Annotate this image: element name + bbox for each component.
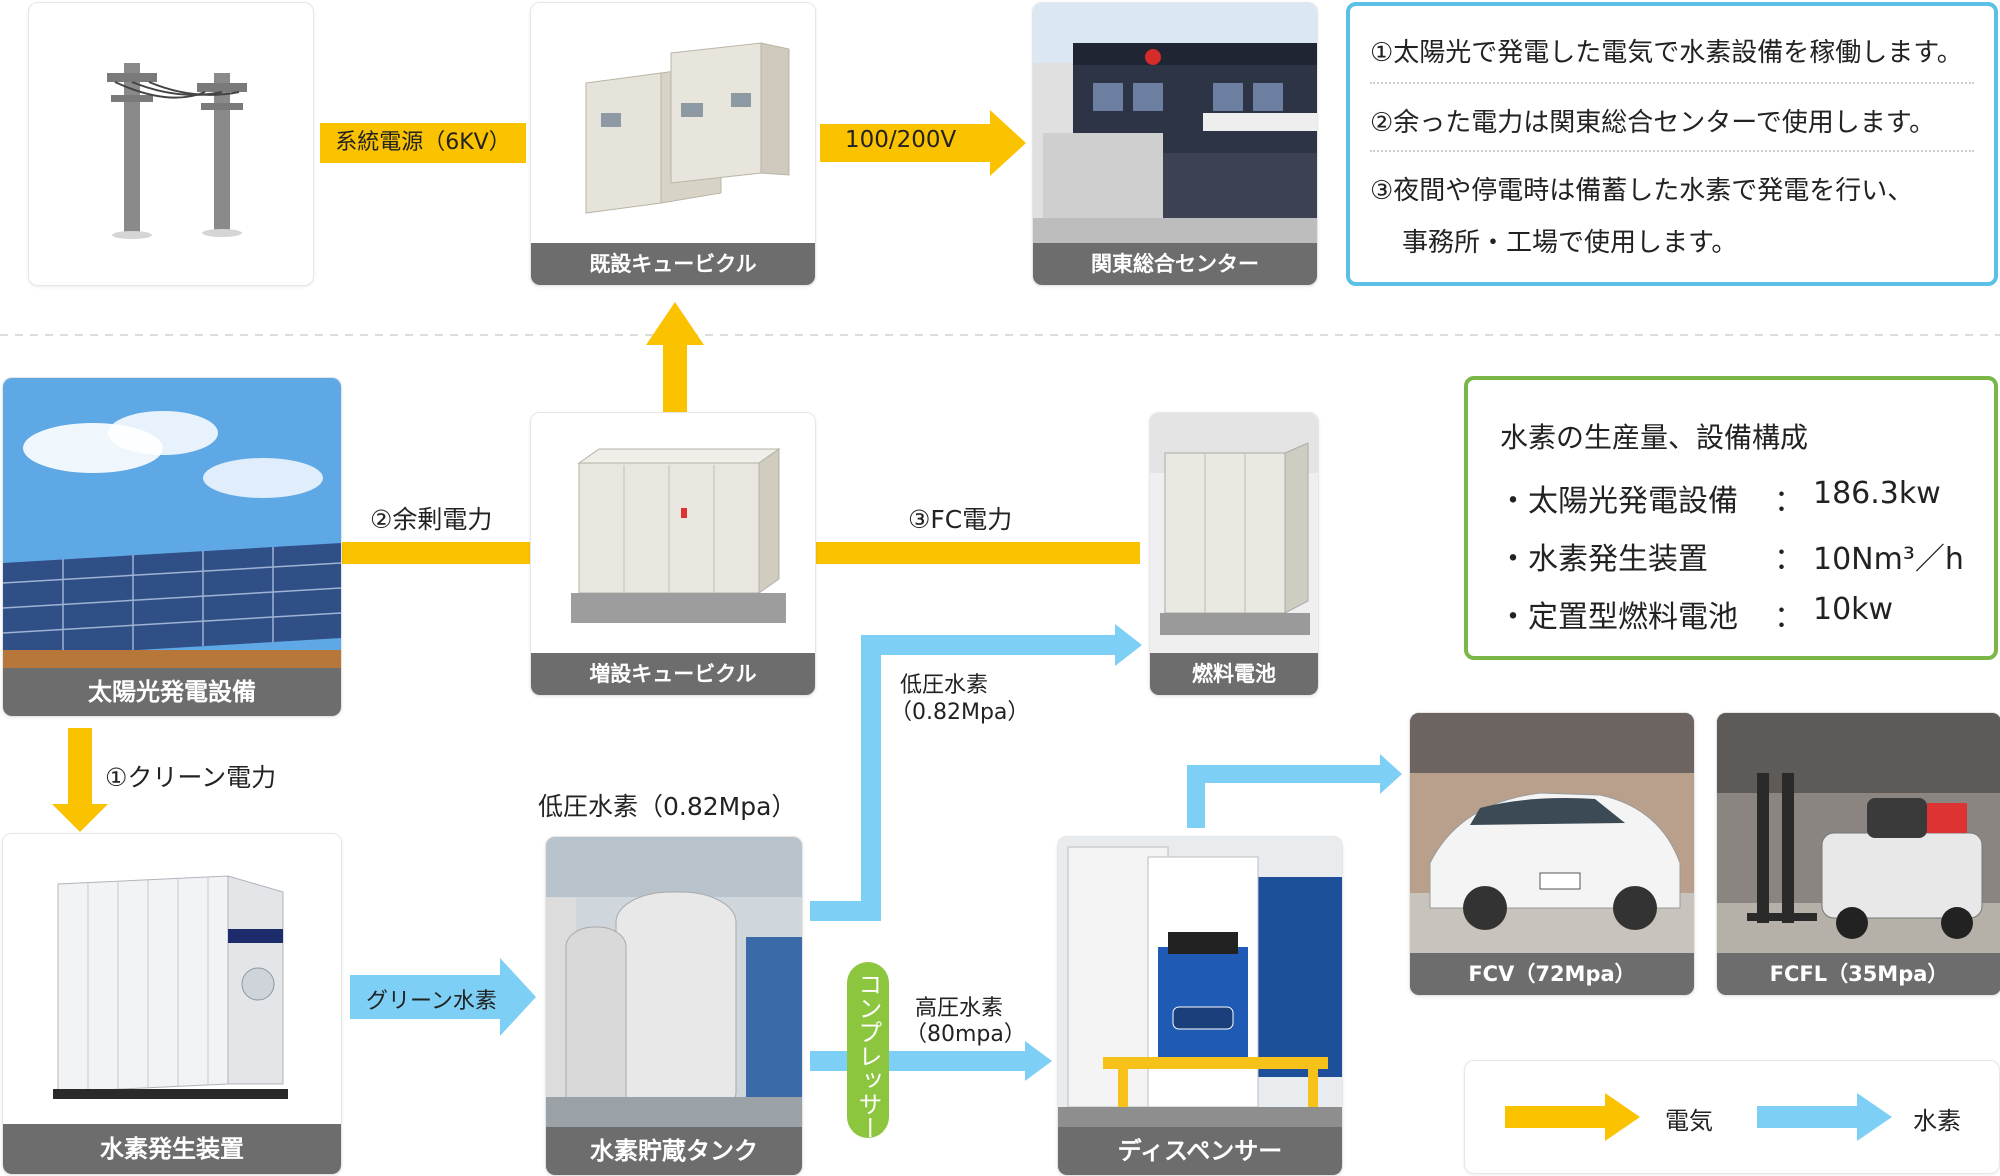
compressor-pill [847, 962, 889, 1138]
kanto-center-card: 関東総合センター [1032, 2, 1318, 286]
kanto-center-caption: 関東総合センター [1033, 243, 1317, 285]
spec-bullet: ・ [1498, 600, 1528, 635]
clean-power-label: ①クリーン電力 [105, 763, 277, 792]
spec-row-electrolyzer: ・水素発生装置 [1498, 534, 1708, 578]
legend-box: 電気 水素 [1464, 1060, 2000, 1174]
legend-hydrogen-label: 水素 [1913, 1107, 1961, 1135]
arrowhead-dispenser [1025, 1041, 1052, 1081]
arrow-voltage [820, 110, 1026, 176]
note-line-1: ①太陽光で発電した電気で水素設備を稼働します。 [1370, 38, 1963, 68]
fcv-caption: FCV（72Mpa） [1410, 953, 1694, 995]
fuel-cell-photo [1150, 413, 1318, 653]
note-divider-2 [1370, 150, 1974, 152]
electrolyzer-photo [3, 834, 341, 1126]
existing-cubicle-photo [531, 3, 815, 243]
green-hydrogen-label: グリーン水素 [366, 989, 497, 1014]
line-dispenser-to-vehicles [1187, 765, 1380, 828]
fcfl-card: FCFL（35Mpa） [1716, 712, 2000, 996]
arrowhead-vehicles [1380, 754, 1402, 794]
storage-tank-caption: 水素貯蔵タンク [546, 1127, 802, 1175]
spec-value-solar: 186.3kw [1813, 476, 1941, 511]
fcv-card: FCV（72Mpa） [1409, 712, 1695, 996]
line-tank-to-fuelcell [810, 635, 1115, 921]
spec-sep: ： [1774, 542, 1804, 577]
utility-poles-icon [107, 63, 247, 239]
solar-card: 太陽光発電設備 [2, 377, 342, 717]
fcfl-photo [1717, 713, 2000, 953]
low-pressure-fc-label-1: 低圧水素 [900, 673, 989, 698]
high-pressure-label-2: （80mpa） [905, 1022, 1026, 1047]
added-cubicle-caption: 増設キュービクル [531, 653, 815, 695]
electrolyzer-card: 水素発生装置 [2, 833, 342, 1175]
grid-power-label: 系統電源（6KV） [320, 123, 526, 163]
spec-sep: ： [1774, 600, 1804, 635]
compressor-label: コンプレッサー [854, 972, 882, 1140]
spec-name: 定置型燃料電池 [1528, 600, 1738, 635]
legend-electric-arrow [1505, 1093, 1640, 1141]
arrow-up-to-existing [646, 302, 704, 432]
spec-row-solar: ・太陽光発電設備 [1498, 476, 1738, 520]
arrow-fc [783, 526, 1140, 580]
legend-hydrogen-arrow [1757, 1093, 1892, 1141]
spec-box: 水素の生産量、設備構成 ・太陽光発電設備 ： 186.3kw ・水素発生装置 ：… [1464, 376, 1998, 660]
arrow-green-hydrogen [350, 958, 536, 1036]
spec-bullet: ・ [1498, 484, 1528, 519]
note-line-3: ③夜間や停電時は備蓄した水素で発電を行い、 [1370, 176, 1914, 206]
storage-tank-card: 水素貯蔵タンク [545, 836, 803, 1176]
kanto-center-photo [1033, 3, 1317, 243]
dispenser-caption: ディスペンサー [1058, 1127, 1342, 1175]
electrolyzer-caption: 水素発生装置 [3, 1124, 341, 1174]
fcv-photo [1410, 713, 1694, 953]
solar-photo [3, 378, 341, 668]
fuel-cell-card: 燃料電池 [1149, 412, 1319, 696]
existing-cubicle-caption: 既設キュービクル [531, 243, 815, 285]
spec-name: 水素発生装置 [1528, 542, 1708, 577]
dispenser-photo [1058, 837, 1342, 1127]
solar-caption: 太陽光発電設備 [3, 668, 341, 716]
low-pressure-tank-label: 低圧水素（0.82Mpa） [538, 792, 797, 821]
spec-bullet: ・ [1498, 542, 1528, 577]
added-cubicle-photo [531, 413, 815, 653]
legend-arrows [1505, 1093, 1892, 1141]
low-pressure-fc-label-2: （0.82Mpa） [890, 700, 1030, 725]
utility-poles-card [28, 2, 314, 286]
fuel-cell-caption: 燃料電池 [1150, 653, 1318, 695]
spec-name: 太陽光発電設備 [1528, 484, 1738, 519]
spec-row-fuelcell: ・定置型燃料電池 [1498, 592, 1738, 636]
fcfl-caption: FCFL（35Mpa） [1717, 953, 2000, 995]
note-divider-1 [1370, 82, 1974, 84]
note-line-4: 事務所・工場で使用します。 [1402, 228, 1738, 258]
fc-power-label: ③FC電力 [908, 505, 1013, 534]
existing-cubicle-card: 既設キュービクル [530, 2, 816, 286]
storage-tank-photo [546, 837, 802, 1127]
high-pressure-label-1: 高圧水素 [915, 996, 1004, 1021]
arrow-clean [52, 728, 108, 832]
surplus-power-label: ②余剰電力 [370, 505, 493, 534]
added-cubicle-card: 増設キュービクル [530, 412, 816, 696]
dispenser-card: ディスペンサー [1057, 836, 1343, 1176]
arrow-surplus [325, 526, 568, 580]
arrowhead-fuelcell [1115, 624, 1142, 666]
spec-value-fuelcell: 10kw [1813, 592, 1894, 627]
note-line-2: ②余った電力は関東総合センターで使用します。 [1370, 108, 1936, 138]
spec-value-electrolyzer: 10Nm³／h [1813, 542, 1964, 577]
legend-electric-label: 電気 [1665, 1107, 1713, 1135]
spec-title: 水素の生産量、設備構成 [1500, 421, 1809, 454]
spec-sep: ： [1774, 484, 1804, 519]
voltage-label: 100/200V [845, 127, 957, 153]
notes-box: ①太陽光で発電した電気で水素設備を稼働します。 ②余った電力は関東総合センターで… [1346, 2, 1998, 286]
